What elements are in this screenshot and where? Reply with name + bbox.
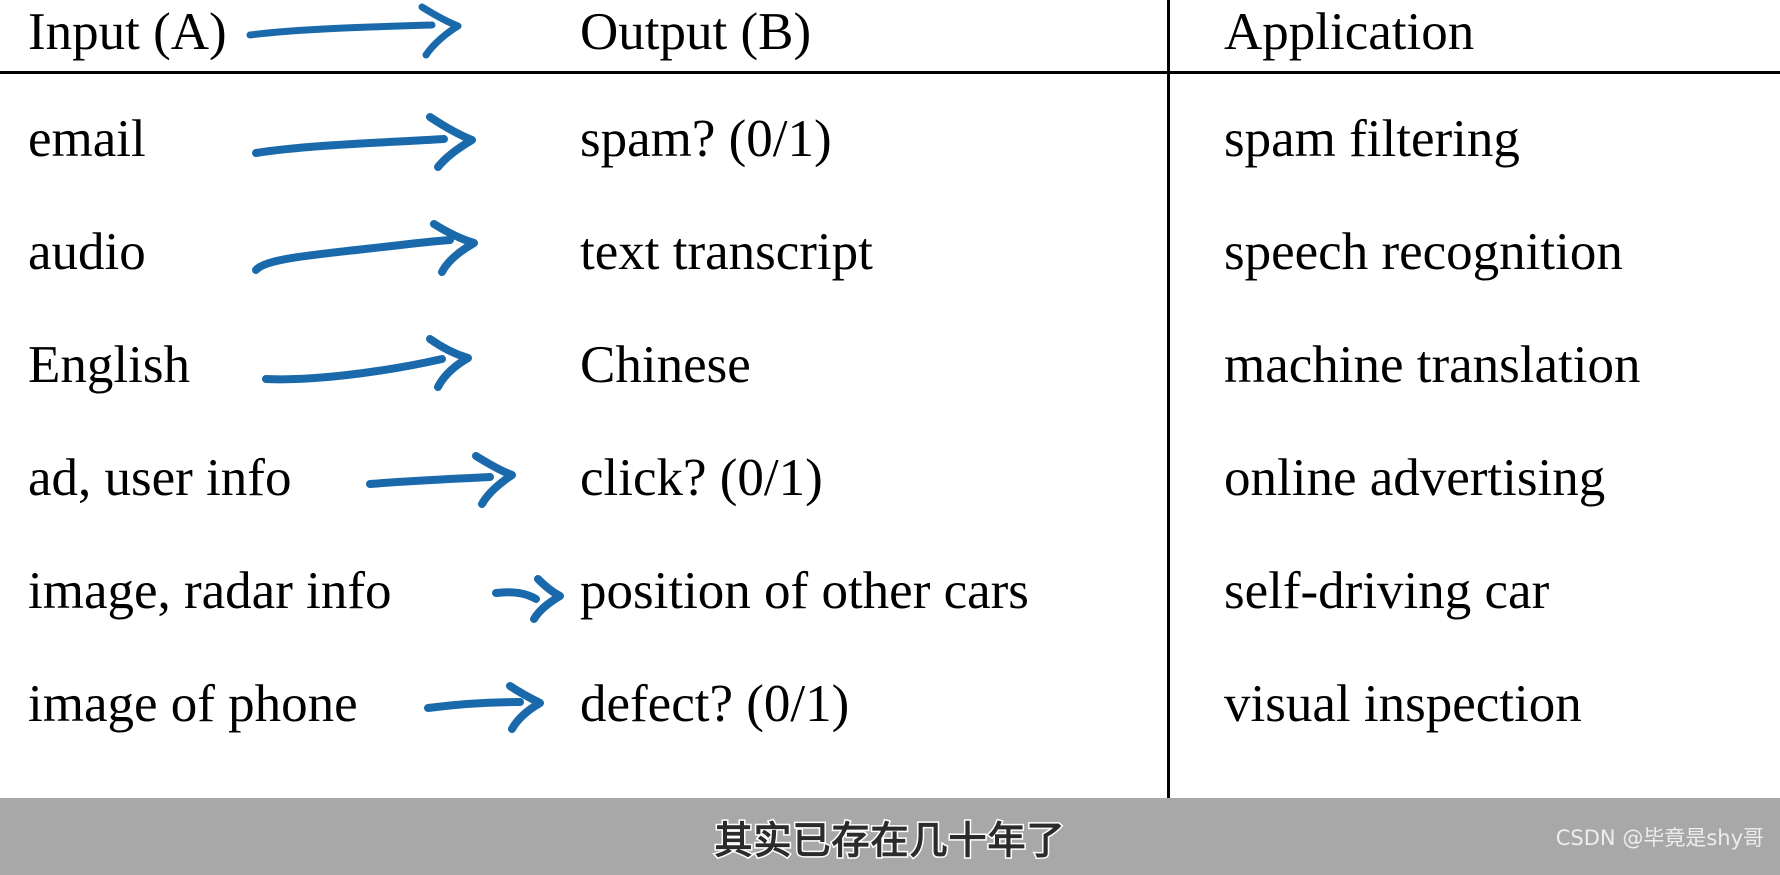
table-row: ad, user info click? (0/1) online advert… [0,452,1780,566]
column-header-application: Application [1224,3,1475,61]
row-output-cell: text transcript [580,223,873,281]
row-application-cell: speech recognition [1224,223,1623,281]
row-output-cell: spam? (0/1) [580,110,832,168]
hand-drawn-arrow-icon [252,113,482,171]
table-row: image, radar info position of other cars… [0,565,1780,679]
row-application-cell: machine translation [1224,336,1641,394]
row-input-cell: ad, user info [28,449,292,507]
hand-drawn-arrow-icon [366,452,516,508]
row-application-cell: visual inspection [1224,675,1582,733]
row-application-cell: self-driving car [1224,562,1550,620]
column-header-input: Input (A) [28,3,227,61]
table-header-row: Input (A) Output (B) Application [0,0,1780,114]
hand-drawn-arrow-icon [252,220,484,278]
column-divider-line [1167,0,1170,875]
watermark-credit: CSDN @毕竟是shy哥 [1555,825,1764,850]
column-header-output: Output (B) [580,3,812,61]
row-output-cell: click? (0/1) [580,449,823,507]
hand-drawn-arrow-icon [492,575,564,623]
row-application-cell: spam filtering [1224,110,1520,168]
row-output-cell: Chinese [580,336,751,394]
row-application-cell: online advertising [1224,449,1606,507]
row-input-cell: audio [28,223,146,281]
watermark-bar: 其实已存在几十年了 CSDN @毕竟是shy哥 [0,798,1780,875]
watermark-chinese-caption: 其实已存在几十年了 [713,817,1066,864]
hand-drawn-arrow-icon [424,682,544,733]
hand-drawn-arrow-icon [262,335,476,391]
row-input-cell: image of phone [28,675,358,733]
table-row: email spam? (0/1) spam filtering [0,113,1780,227]
row-input-cell: image, radar info [28,562,392,620]
table-row: image of phone defect? (0/1) visual insp… [0,678,1780,792]
table-row: audio text transcript speech recognition [0,220,1780,340]
table-row: English Chinese machine translation [0,335,1780,453]
hand-drawn-arrow-icon [246,3,466,59]
row-output-cell: defect? (0/1) [580,675,850,733]
row-output-cell: position of other cars [580,562,1029,620]
header-divider-line [0,71,1780,74]
row-input-cell: email [28,110,146,168]
row-input-cell: English [28,336,190,394]
